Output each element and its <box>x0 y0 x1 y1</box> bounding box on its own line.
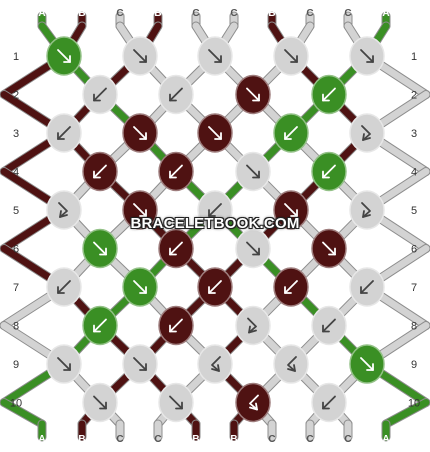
knot-arrow-icon <box>361 202 371 218</box>
knot-arrow-icon <box>360 280 374 294</box>
knot-arrow-icon <box>57 49 71 63</box>
string-label-top: B <box>78 8 85 19</box>
knot-arrow-icon <box>249 394 259 411</box>
knot-arrow-icon <box>284 49 298 63</box>
knot-arrow-icon <box>133 126 147 140</box>
knot-arrow-icon <box>93 87 107 102</box>
row-number-left: 8 <box>13 321 19 333</box>
row-number-left: 9 <box>13 359 19 371</box>
knot <box>349 190 385 230</box>
string-label-bottom: C <box>306 434 313 445</box>
knot-arrow-icon <box>322 395 336 410</box>
string-label-bottom: C <box>268 434 275 445</box>
row-number-right: 8 <box>411 321 417 333</box>
string-label-top: A <box>38 8 45 19</box>
string-label-bottom: B <box>192 434 199 445</box>
row-number-right: 2 <box>411 90 417 102</box>
knot-arrow-icon <box>360 357 374 371</box>
knot-arrow-icon <box>93 318 107 333</box>
thread-segment <box>382 399 430 428</box>
row-number-left: 1 <box>13 51 19 63</box>
string-label-bottom: B <box>78 434 85 445</box>
knot-arrow-icon <box>169 87 183 102</box>
string-label-bottom: C <box>154 434 161 445</box>
row-number-left: 3 <box>13 128 19 140</box>
row-number-right: 7 <box>411 282 417 294</box>
string-label-top: A <box>382 8 389 19</box>
knot-arrow-icon <box>211 356 221 372</box>
knot-arrow-icon <box>133 203 147 217</box>
string-label-top: B <box>268 8 275 19</box>
knot-arrow-icon <box>322 164 336 179</box>
string-label-top: C <box>230 8 237 19</box>
knot-arrow-icon <box>133 357 147 371</box>
knots-layer <box>46 36 385 423</box>
knot-arrow-icon <box>322 241 336 256</box>
string-label-top: C <box>192 8 199 19</box>
knot-arrow-icon <box>287 356 297 372</box>
knot-arrow-icon <box>284 203 298 217</box>
knot-arrow-icon <box>58 202 68 218</box>
string-label-bottom: B <box>230 434 237 445</box>
row-number-left: 5 <box>13 205 19 217</box>
string-label-bottom: A <box>38 434 45 445</box>
string-label-top: C <box>344 8 351 19</box>
row-number-left: 10 <box>10 398 22 410</box>
string-label-bottom: C <box>116 434 123 445</box>
row-number-right: 4 <box>411 167 417 179</box>
knot-arrow-icon <box>247 317 257 334</box>
knot-arrow-icon <box>57 126 71 140</box>
knot-arrow-icon <box>322 318 336 333</box>
knot <box>349 113 385 153</box>
knot-arrow-icon <box>57 280 71 294</box>
labels-layer: A A B B C C B C C B C B B C C C C C A A 1 1 2 2 3 3 4 4 5 5 6 6 7 7 8 8 9 9 10… <box>10 8 420 445</box>
knot-arrow-icon <box>208 280 222 294</box>
knot <box>235 305 271 346</box>
knot-arrow-icon <box>93 241 107 256</box>
row-number-left: 4 <box>13 167 19 179</box>
knot-arrow-icon <box>246 164 260 179</box>
knot-arrow-icon <box>57 357 71 371</box>
knot <box>197 344 233 384</box>
knot-arrow-icon <box>169 395 183 410</box>
knot-arrow-icon <box>133 280 147 294</box>
knot-arrow-icon <box>208 203 222 217</box>
row-number-left: 7 <box>13 282 19 294</box>
string-label-top: B <box>154 8 161 19</box>
knot-arrow-icon <box>284 126 298 140</box>
knot-arrow-icon <box>133 49 147 63</box>
knot-arrow-icon <box>360 49 374 63</box>
string-label-bottom: C <box>344 434 351 445</box>
string-label-bottom: A <box>382 434 389 445</box>
knot-arrow-icon <box>169 241 183 256</box>
thread-segment <box>0 399 46 428</box>
knot-arrow-icon <box>284 280 298 294</box>
row-number-right: 9 <box>411 359 417 371</box>
knot <box>273 344 309 384</box>
knot-arrow-icon <box>93 395 107 410</box>
string-label-top: C <box>306 8 313 19</box>
row-number-right: 10 <box>408 398 420 410</box>
knot-arrow-icon <box>169 164 183 179</box>
knot-arrow-icon <box>208 49 222 63</box>
knot-arrow-icon <box>361 125 371 141</box>
knot <box>46 190 82 230</box>
knot <box>235 382 271 423</box>
row-number-right: 3 <box>411 128 417 140</box>
string-label-top: C <box>116 8 123 19</box>
knot-arrow-icon <box>169 318 183 333</box>
knot-arrow-icon <box>208 126 222 140</box>
knot-arrow-icon <box>322 87 336 102</box>
row-number-left: 6 <box>13 244 19 256</box>
row-number-right: 5 <box>411 205 417 217</box>
row-number-right: 1 <box>411 51 417 63</box>
knot-arrow-icon <box>246 241 260 256</box>
knot-arrow-icon <box>246 87 260 102</box>
row-number-right: 6 <box>411 244 417 256</box>
row-number-left: 2 <box>13 90 19 102</box>
knot-arrow-icon <box>93 164 107 179</box>
